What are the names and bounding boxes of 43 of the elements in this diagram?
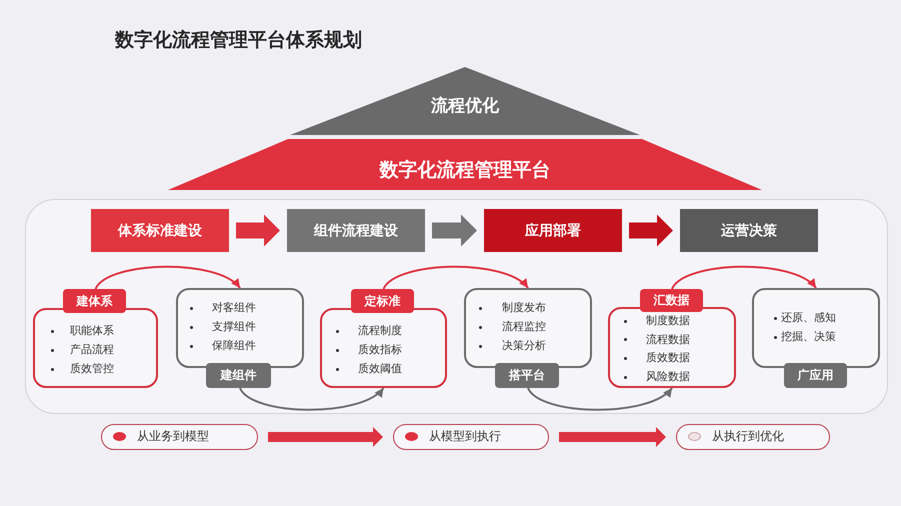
list-item: 流程数据: [646, 332, 690, 348]
list-item: 制度数据: [646, 313, 690, 329]
process-box: 组件流程建设: [287, 209, 425, 252]
heading-tab: 定标准: [351, 289, 414, 313]
list-item: 质效阈值: [358, 361, 402, 377]
rounded-panel: [25, 199, 888, 414]
list-item: 挖掘、决策: [781, 329, 836, 345]
list-item: 质效管控: [70, 361, 114, 377]
process-box: 运营决策: [680, 209, 818, 252]
list-item: 风险数据: [646, 369, 690, 386]
list-item: 保障组件: [212, 338, 256, 354]
heading-tab: 广应用: [784, 363, 847, 388]
roof-triangle: 流程优化: [290, 67, 640, 135]
list-item: 制度发布: [502, 300, 546, 316]
heading-tab: 建组件: [206, 363, 271, 388]
stage-label: 从执行到优化: [712, 428, 784, 445]
list-item: 产品流程: [70, 342, 114, 358]
stage-pill: [101, 424, 258, 450]
block-arrow: [236, 214, 280, 246]
block-arrow: [268, 427, 383, 447]
title: 数字化流程管理平台体系规划: [115, 28, 362, 53]
list-item: 支撑组件: [212, 319, 256, 335]
stage-pill: [676, 424, 830, 450]
heading-tab: 汇数据: [640, 289, 703, 312]
process-box: 应用部署: [484, 209, 622, 252]
list-item: 质效数据: [646, 350, 690, 366]
block-arrow: [559, 427, 666, 447]
heading-tab: 搭平台: [495, 363, 559, 388]
list-item: 对客组件: [212, 300, 256, 316]
stage-label: 从业务到模型: [137, 428, 209, 445]
list-item: 职能体系: [70, 323, 114, 339]
list-item: 流程制度: [358, 323, 402, 339]
block-arrow: [432, 214, 477, 246]
heading-tab: 建体系: [63, 289, 126, 313]
list-item: 还原、感知: [781, 310, 836, 326]
stage-label: 从模型到执行: [429, 428, 501, 445]
platform-band: 数字化流程管理平台: [168, 139, 762, 190]
list-item: 决策分析: [502, 338, 546, 354]
process-box: 体系标准建设: [91, 209, 229, 252]
block-arrow: [629, 214, 673, 246]
list-item: 流程监控: [502, 319, 546, 335]
list-item: 质效指标: [358, 342, 402, 358]
stage-pill: [393, 424, 549, 450]
